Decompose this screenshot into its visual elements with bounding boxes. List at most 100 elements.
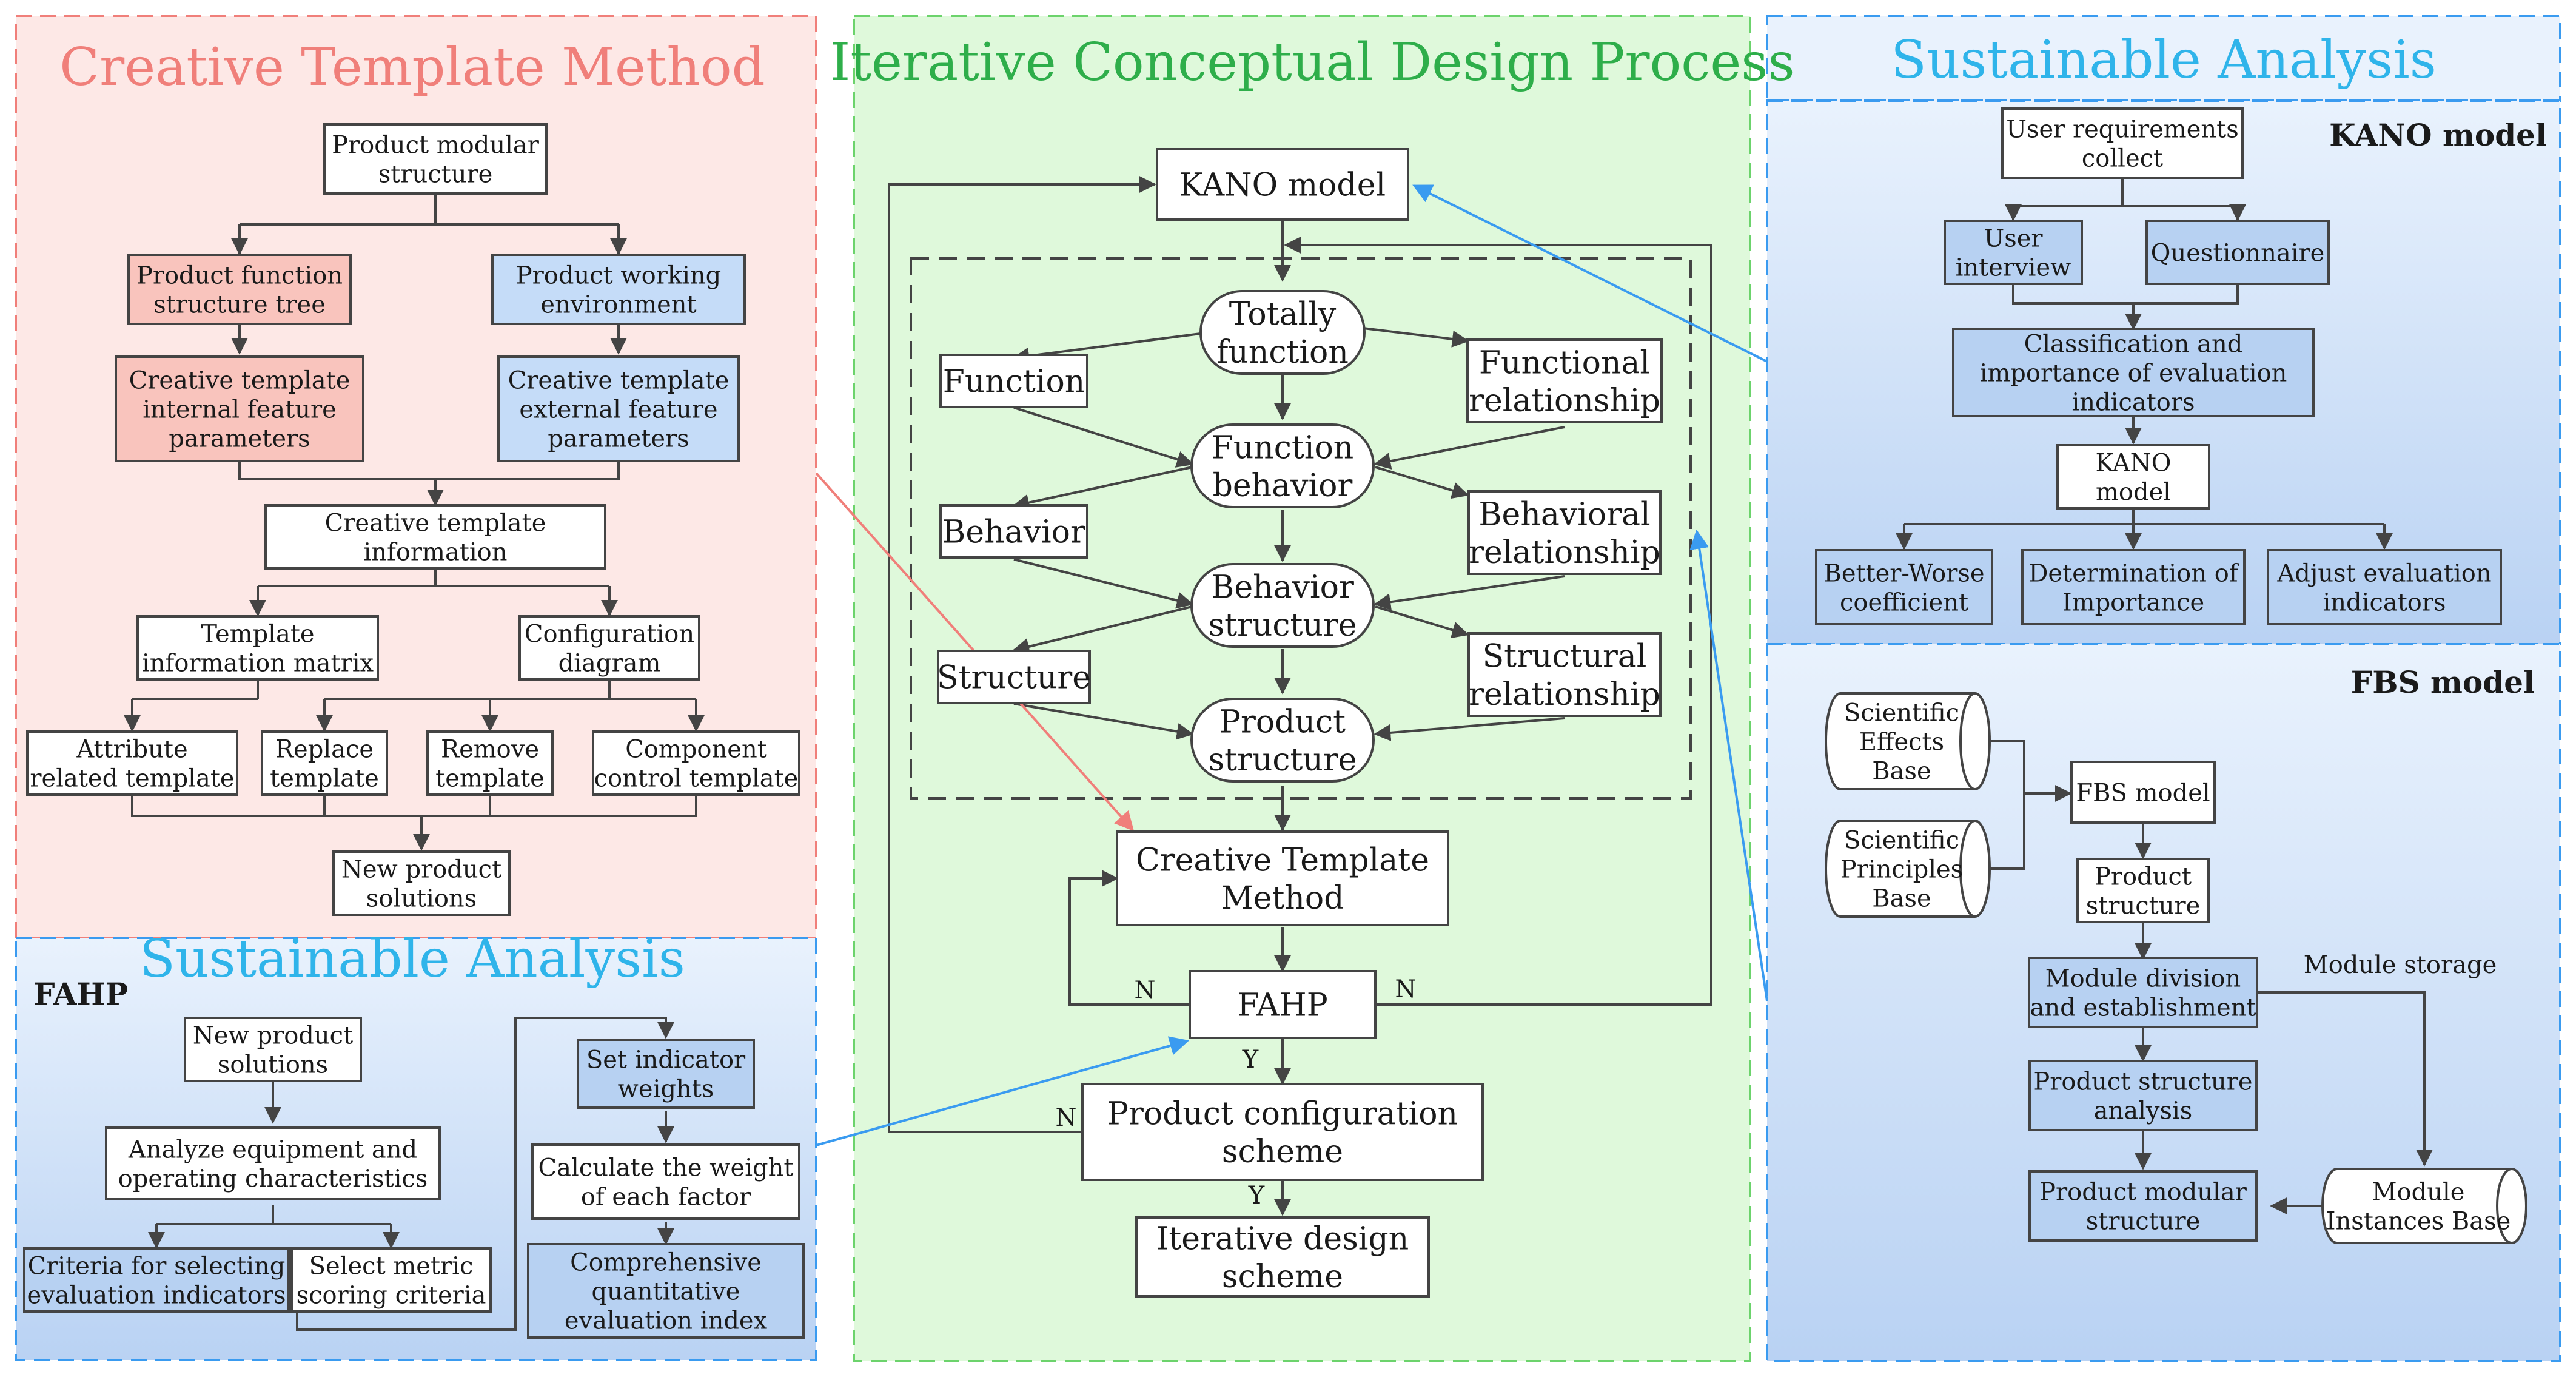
node-label: Comprehensive: [570, 1248, 762, 1276]
node-label: Creative template: [129, 366, 351, 394]
node-label: scoring criteria: [297, 1281, 486, 1309]
node-label: Product structure: [2033, 1068, 2252, 1096]
node-label: model: [2096, 478, 2171, 506]
node-label: Scientific: [1844, 699, 1959, 727]
node-label: Select metric: [309, 1252, 474, 1280]
node-label: Importance: [2062, 588, 2204, 616]
node-label: Behavior: [1211, 570, 1354, 606]
node-label: Module: [2372, 1178, 2465, 1206]
node-label: Set indicator: [586, 1046, 746, 1074]
node-label: Calculate the weight: [538, 1154, 794, 1182]
fbs-to-iterative-link: [1689, 529, 1768, 1002]
node-label: Criteria for selecting: [28, 1252, 286, 1280]
node-label: control template: [594, 764, 799, 792]
node-label: solutions: [366, 884, 477, 912]
fahp-subtitle: FAHP: [33, 976, 128, 1012]
node-label: Remove: [441, 735, 539, 763]
node-label: parameters: [548, 425, 689, 453]
node-label: Instances Base: [2326, 1207, 2511, 1235]
node-label: relationship: [1469, 534, 1660, 571]
node-label: parameters: [169, 425, 310, 453]
node-label: Creative template: [325, 509, 546, 537]
node-label: Configuration: [525, 620, 694, 648]
node-label: structure tree: [153, 291, 326, 318]
node-label: Determination of: [2028, 559, 2239, 587]
node-label: Scientific: [1844, 826, 1959, 854]
kano-model-subtitle: KANO model: [2329, 117, 2547, 153]
node-label: relationship: [1469, 676, 1660, 713]
node-label: external feature: [519, 396, 717, 423]
node-label: structure: [1208, 607, 1357, 644]
node-label: interview: [1956, 254, 2071, 281]
node-label: Behavioral: [1478, 497, 1650, 533]
node-label: Method: [1221, 880, 1344, 917]
node-label: KANO model: [1179, 167, 1386, 204]
fbs-model-subtitle: FBS model: [2351, 664, 2535, 700]
node-label: Replace: [275, 735, 374, 763]
node-i-function: Function: [939, 354, 1088, 408]
node-label: Product: [2095, 863, 2192, 891]
node-label: structure: [2086, 1207, 2201, 1235]
node-label: scheme: [1222, 1259, 1343, 1295]
node-label: structure: [2086, 892, 2201, 920]
node-label: Product working: [516, 261, 722, 289]
node-label: Product: [1219, 704, 1346, 741]
node-label: template: [435, 764, 545, 792]
node-label: Product modular: [332, 131, 540, 159]
node-label: User: [1984, 224, 2043, 252]
node-label: Iterative design: [1156, 1221, 1409, 1257]
node-label: User requirements: [2006, 115, 2238, 143]
node-label: environment: [540, 291, 696, 318]
node-label: KANO: [2096, 449, 2172, 477]
config-no-label: N: [1056, 1104, 1077, 1132]
node-label: template: [270, 764, 379, 792]
node-label: structure: [1208, 742, 1357, 778]
node-label: evaluation index: [565, 1307, 768, 1335]
node-label: internal feature: [143, 396, 337, 423]
node-label: weights: [618, 1075, 714, 1103]
node-label: FBS model: [2076, 779, 2210, 807]
node-label: FAHP: [1237, 988, 1327, 1024]
module-storage-label: Module storage: [2304, 951, 2497, 979]
node-label: Better-Worse: [1823, 559, 1984, 587]
node-label: importance of evaluation: [1980, 359, 2287, 387]
node-label: and establishment: [2030, 994, 2256, 1022]
fahp-no-label-right: N: [1395, 975, 1417, 1003]
node-label: quantitative: [592, 1278, 740, 1305]
connector-lines: [124, 176, 2433, 1331]
node-label: analysis: [2094, 1097, 2193, 1125]
node-label: Module division: [2045, 965, 2241, 992]
node-label: evaluation indicators: [27, 1281, 286, 1309]
node-label: Template: [201, 620, 314, 648]
node-label: operating characteristics: [118, 1165, 428, 1193]
node-label: coefficient: [1840, 588, 1968, 616]
node-label: Structural: [1483, 639, 1647, 675]
node-label: Base: [1872, 884, 1931, 912]
